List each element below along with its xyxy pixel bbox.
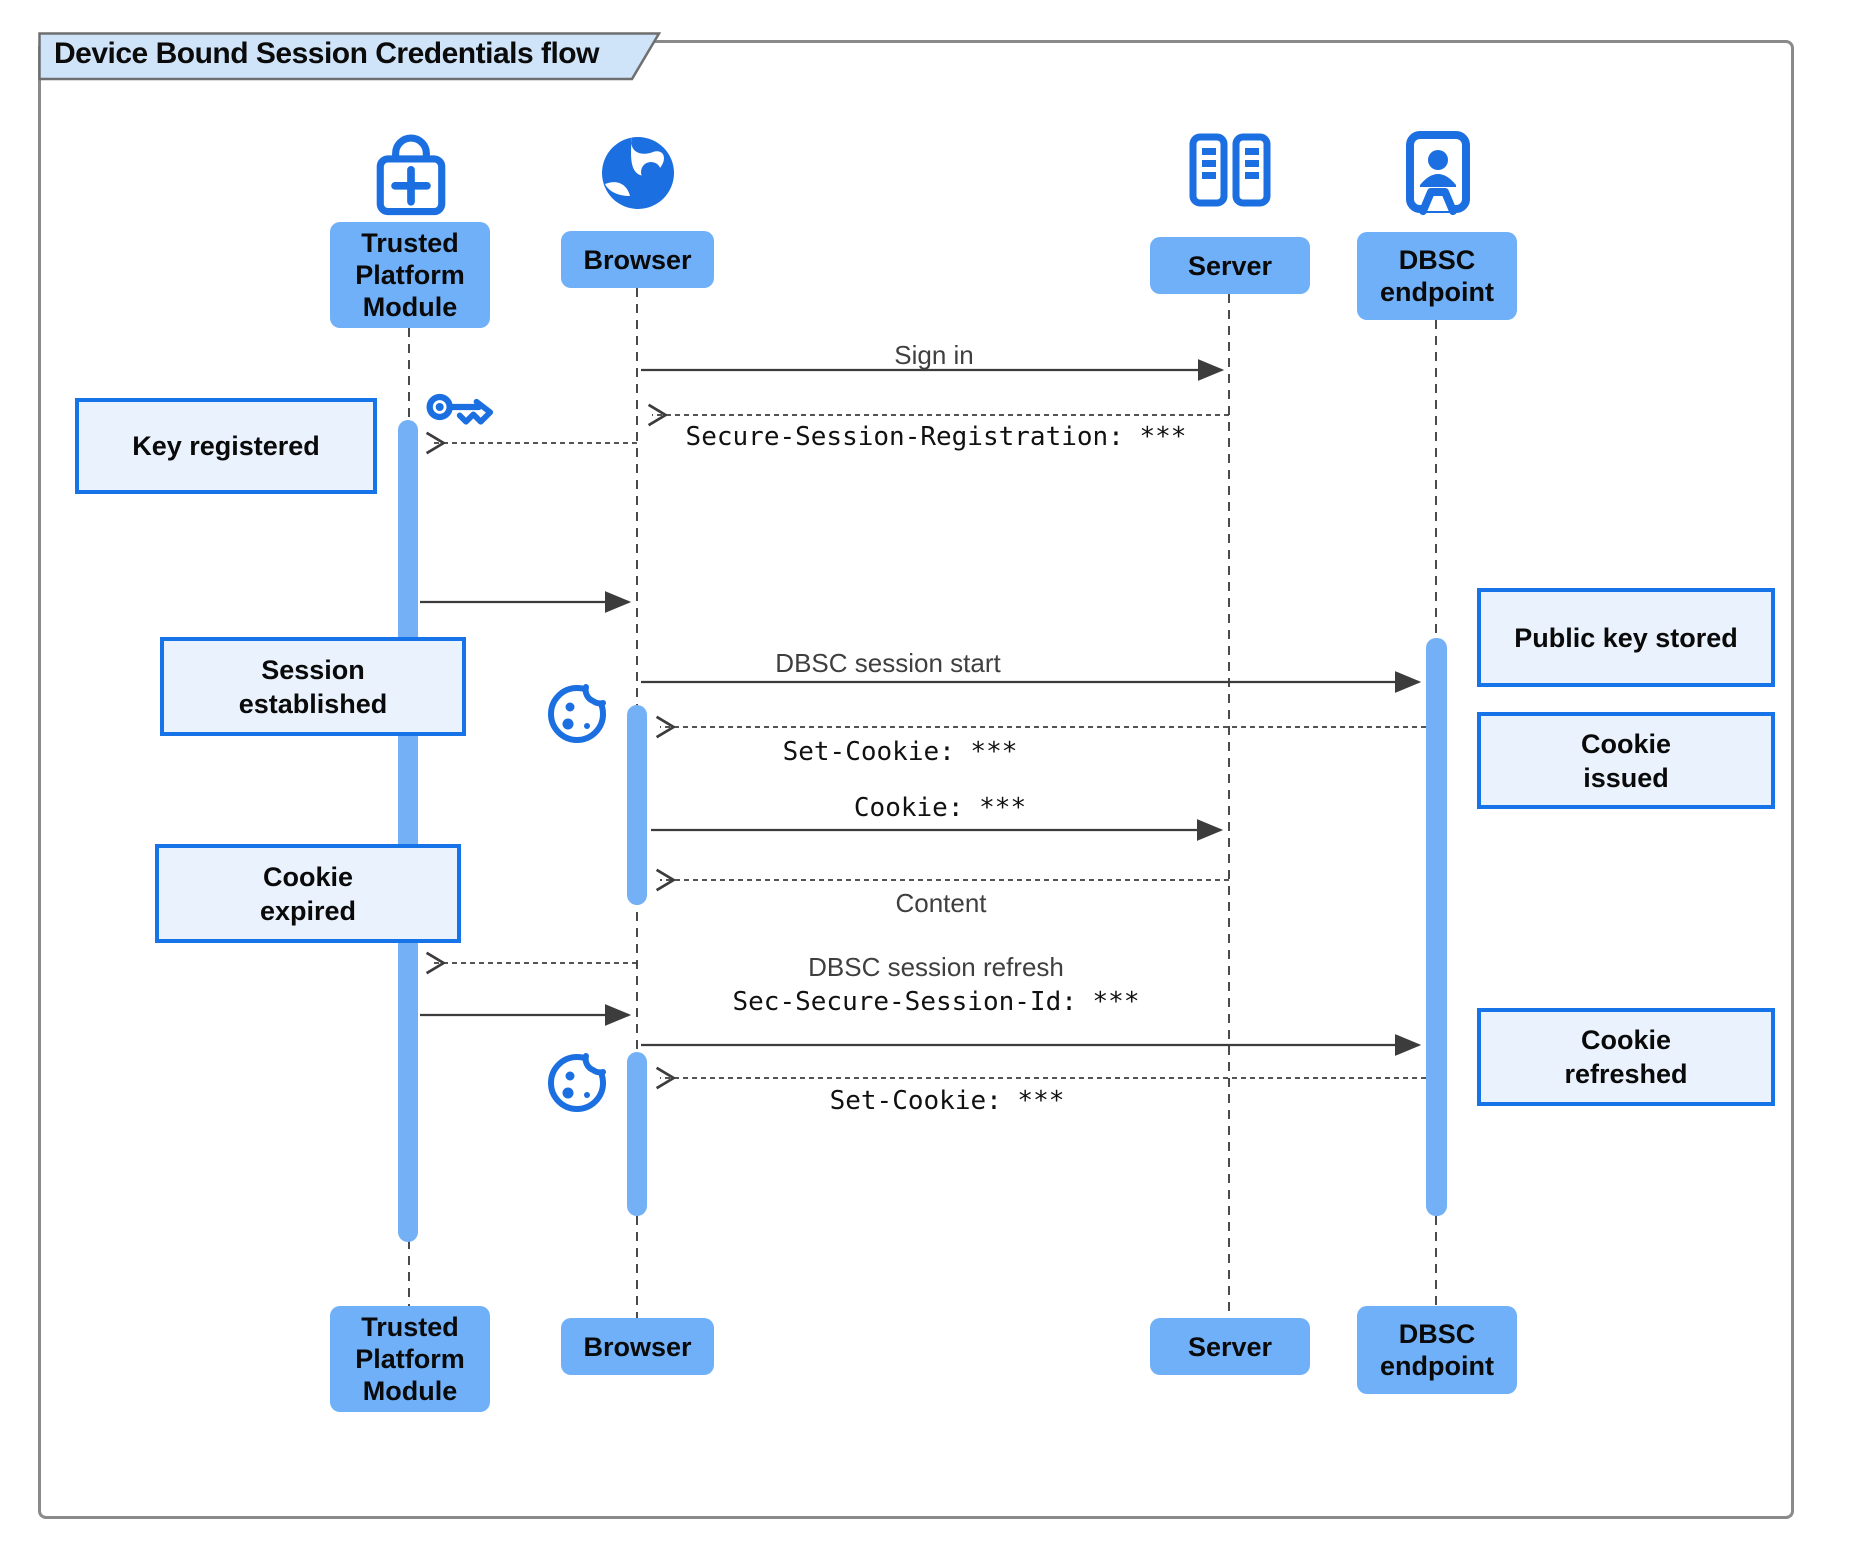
message-set-cookie-1: Set-Cookie: *** — [782, 737, 1018, 767]
participant-bottom-server: Server — [1150, 1318, 1310, 1375]
note-cookie-refreshed: Cookie refreshed — [1477, 1008, 1775, 1106]
note-key-registered: Key registered — [75, 398, 377, 494]
participant-bottom-browser: Browser — [561, 1318, 714, 1375]
participant-label: Server — [1187, 250, 1273, 281]
participant-bottom-tpm: Trusted Platform Module — [330, 1306, 490, 1412]
participant-top-tpm: Trusted Platform Module — [330, 222, 490, 328]
note-text: Cookie — [1580, 728, 1672, 759]
participant-label: Module — [362, 1376, 458, 1406]
participant-label: Platform — [355, 1344, 465, 1374]
key-icon — [426, 393, 494, 425]
note-cookie-issued: Cookie issued — [1477, 712, 1775, 809]
message-content: Content — [895, 888, 987, 918]
globe-icon — [602, 137, 674, 209]
title-tab — [38, 32, 662, 81]
note-text: expired — [259, 895, 357, 926]
diagram-title: Device Bound Session Credentials flow — [54, 37, 599, 70]
participant-label: Trusted — [361, 1312, 459, 1342]
note-text: refreshed — [1564, 1059, 1688, 1089]
participant-label: DBSC — [1398, 1319, 1476, 1349]
note-text: Session — [261, 654, 365, 685]
note-cookie-expired: Cookie expired — [155, 844, 461, 943]
activation-bar-dbsc — [1426, 638, 1447, 1216]
doorway-person-icon — [1406, 131, 1470, 215]
message-dbsc-session-refresh: DBSC session refresh — [808, 952, 1064, 982]
participant-label: Browser — [583, 244, 692, 275]
lifeline-server — [1228, 294, 1230, 1318]
message-set-cookie-2: Set-Cookie: *** — [829, 1086, 1065, 1116]
participant-top-browser: Browser — [561, 231, 714, 288]
note-public-key-stored: Public key stored — [1477, 588, 1775, 687]
note-text: Cookie — [262, 861, 354, 892]
participant-label: Trusted — [361, 228, 459, 258]
participant-bottom-dbsc-endpoint: DBSC endpoint — [1357, 1306, 1517, 1394]
message-secure-session-registration: Secure-Session-Registration: *** — [685, 422, 1187, 452]
message-dbsc-session-start: DBSC session start — [775, 648, 1001, 678]
participant-label: Browser — [583, 1331, 692, 1362]
note-text: Cookie — [1580, 1025, 1672, 1055]
lock-plus-icon — [376, 134, 446, 216]
participant-top-server: Server — [1150, 237, 1310, 294]
cookie-icon — [548, 1050, 608, 1112]
note-text: Public key stored — [1514, 622, 1738, 653]
note-session-established: Session established — [160, 637, 466, 736]
participant-label: endpoint — [1380, 1351, 1494, 1381]
participant-label: Server — [1187, 1331, 1273, 1362]
participant-label: endpoint — [1380, 277, 1494, 307]
note-text: issued — [1583, 762, 1669, 793]
message-sec-secure-session-id: Sec-Secure-Session-Id: *** — [732, 987, 1140, 1017]
server-rack-icon — [1189, 133, 1271, 207]
activation-bar-browser-2 — [627, 1052, 647, 1216]
message-sign-in: Sign in — [894, 340, 974, 370]
message-cookie: Cookie: *** — [853, 793, 1027, 823]
participant-top-dbsc-endpoint: DBSC endpoint — [1357, 232, 1517, 320]
activation-bar-browser-1 — [627, 705, 647, 905]
cookie-icon — [548, 681, 608, 743]
note-text: Key registered — [132, 431, 320, 461]
participant-label: Module — [362, 292, 458, 322]
participant-label: Platform — [355, 260, 465, 290]
activation-bar-tpm — [398, 420, 418, 1242]
note-text: established — [238, 688, 388, 719]
participant-label: DBSC — [1398, 245, 1476, 275]
